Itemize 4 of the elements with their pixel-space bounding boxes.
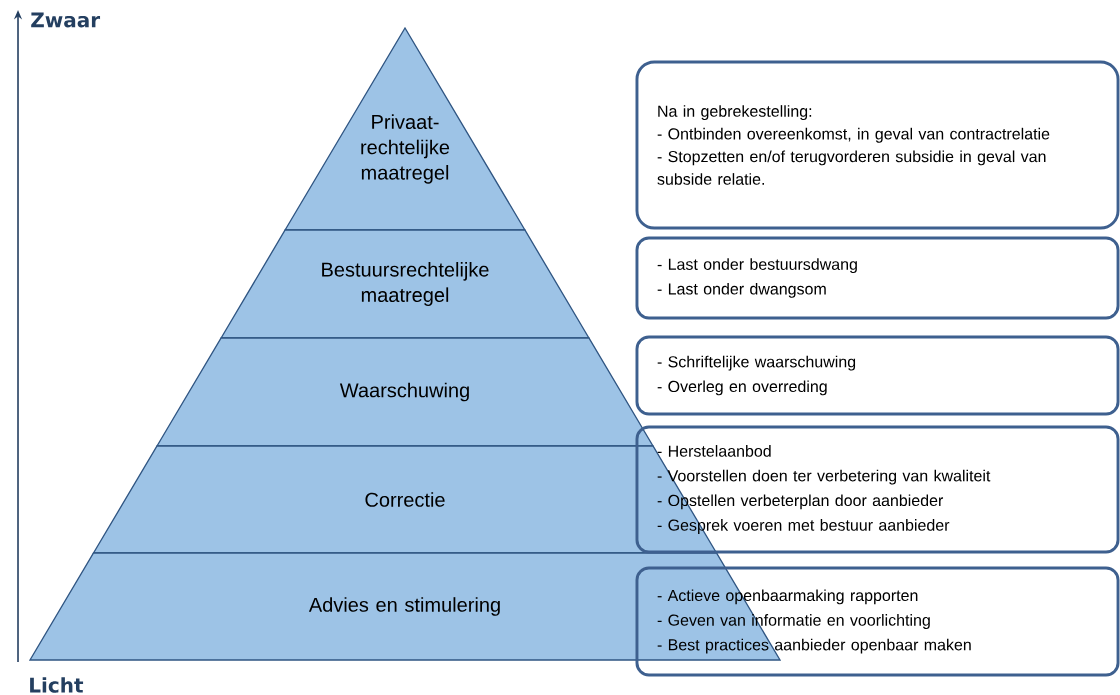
text-box: Na in gebrekestelling: - Ontbinden overeenkomst, in geval van contractrelatie - Stopzetten en/of terugvorderen subsidie in geval van subside relatie. (635, 60, 1120, 230)
text-box: - Schriftelijke waarschuwing - Overleg en overreding (635, 335, 1120, 416)
text-box: - Last onder bestuursdwang - Last onder dwangsom (635, 236, 1120, 320)
axis-label: Zwaar (31, 12, 101, 28)
